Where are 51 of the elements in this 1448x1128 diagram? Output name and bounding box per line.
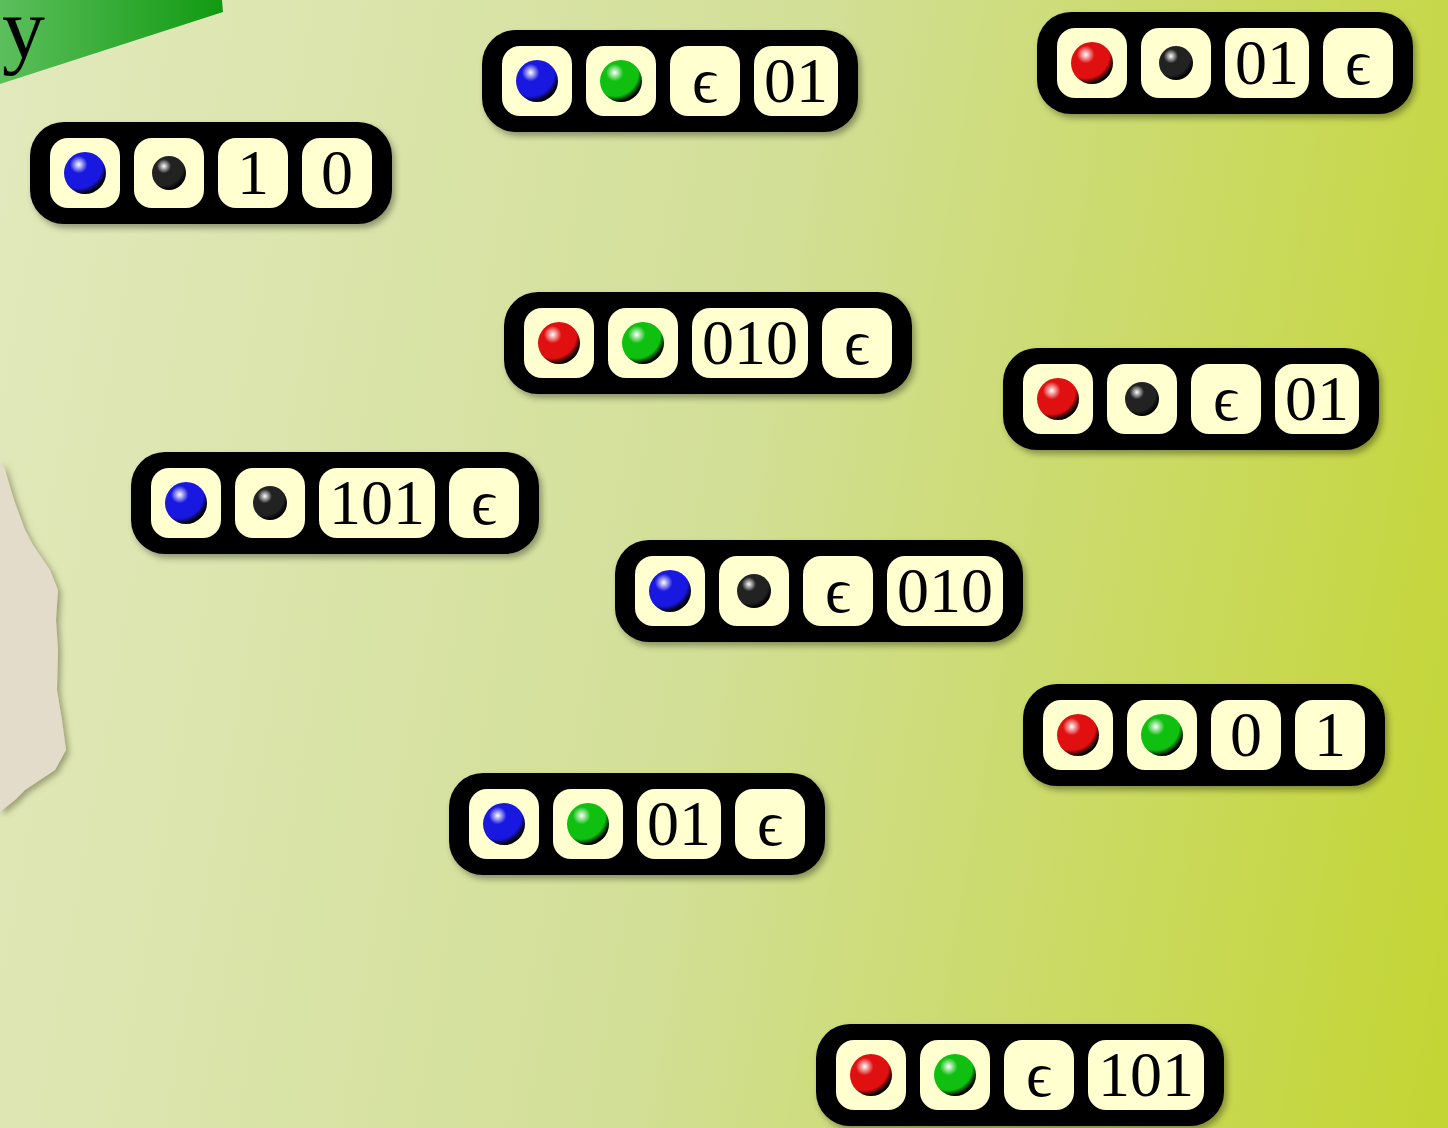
- ball-cell: [1023, 364, 1093, 434]
- string-cell: ϵ: [822, 308, 892, 378]
- ball-cell: [50, 138, 120, 208]
- string-cell: ϵ: [735, 789, 805, 859]
- string-cell: ϵ: [803, 556, 873, 626]
- string-cell: 010: [887, 556, 1003, 626]
- string-cell: 1: [1295, 700, 1365, 770]
- ball-cell: [586, 46, 656, 116]
- string-cell: 101: [1088, 1040, 1204, 1110]
- ball-cell: [719, 556, 789, 626]
- token-tile: [449, 773, 825, 875]
- token-tile: [482, 30, 858, 132]
- banner-text: y: [2, 0, 45, 78]
- ball-cell: [1127, 700, 1197, 770]
- ball-cell: [920, 1040, 990, 1110]
- string-cell: 101: [319, 468, 435, 538]
- token-tile: [131, 452, 539, 554]
- token-tile: [1023, 684, 1385, 786]
- string-cell: ϵ: [1191, 364, 1261, 434]
- ball-cell: [1141, 28, 1211, 98]
- ball-cell: [1057, 28, 1127, 98]
- ball-cell: [1107, 364, 1177, 434]
- string-cell: 0: [1211, 700, 1281, 770]
- ball-cell: [235, 468, 305, 538]
- string-cell: ϵ: [1004, 1040, 1074, 1110]
- token-tile: [816, 1024, 1224, 1126]
- token-tile: [504, 292, 912, 394]
- token-tile: [30, 122, 392, 224]
- string-cell: ϵ: [1323, 28, 1393, 98]
- token-tile: [615, 540, 1023, 642]
- string-cell: 01: [754, 46, 838, 116]
- ball-cell: [1043, 700, 1113, 770]
- ball-cell: [469, 789, 539, 859]
- ball-cell: [524, 308, 594, 378]
- string-cell: 01: [637, 789, 721, 859]
- ball-cell: [553, 789, 623, 859]
- string-cell: 01: [1225, 28, 1309, 98]
- ball-cell: [836, 1040, 906, 1110]
- ball-cell: [635, 556, 705, 626]
- token-tile: [1037, 12, 1413, 114]
- string-cell: 01: [1275, 364, 1359, 434]
- token-tile: [1003, 348, 1379, 450]
- string-cell: 0: [302, 138, 372, 208]
- ball-cell: [151, 468, 221, 538]
- ball-cell: [502, 46, 572, 116]
- string-cell: 1: [218, 138, 288, 208]
- ball-cell: [608, 308, 678, 378]
- string-cell: ϵ: [670, 46, 740, 116]
- ball-cell: [134, 138, 204, 208]
- string-cell: ϵ: [449, 468, 519, 538]
- string-cell: 010: [692, 308, 808, 378]
